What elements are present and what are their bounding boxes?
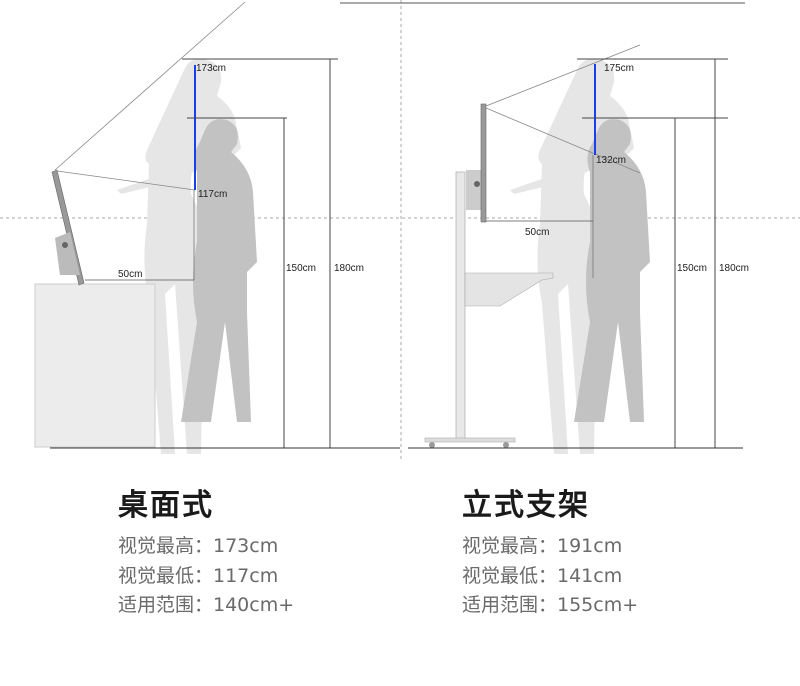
sightline-lower — [485, 107, 641, 174]
stand-spec: 视觉最低：141cm — [462, 564, 623, 587]
monitor-stand — [55, 232, 80, 275]
desktop-spec: 视觉最高：173cm — [118, 535, 279, 557]
sightline-upper — [485, 44, 641, 107]
desktop-spec: 适用范围：140cm+ — [118, 594, 295, 616]
stand-shelf — [464, 272, 554, 307]
wheel-icon — [429, 442, 435, 448]
monitor-button-icon — [62, 242, 68, 248]
distance-label: 50cm — [525, 227, 549, 238]
desktop-caption: 桌面式 视觉最高：173cm 视觉最低：117cm 适用范围：140cm+ — [118, 480, 294, 621]
height-150-label: 150cm — [286, 263, 316, 274]
desk — [34, 283, 156, 448]
wheel-icon — [503, 442, 509, 448]
desktop-spec: 视觉最低：117cm — [118, 564, 279, 587]
sightline-upper — [54, 1, 246, 171]
height-150-label: 150cm — [677, 263, 707, 274]
desktop-title: 桌面式 — [118, 488, 214, 523]
stand-caption: 立式支架 视觉最高：191cm 视觉最低：141cm 适用范围：155cm+ — [462, 480, 638, 621]
monitor-button-icon — [474, 181, 480, 187]
desktop-panel: 173cm 117cm 50cm 150cm 180cm — [34, 1, 400, 454]
stand-title: 立式支架 — [462, 488, 590, 523]
eye-low-label: 132cm — [596, 155, 626, 166]
stand-spec: 视觉最高：191cm — [462, 535, 623, 557]
distance-label: 50cm — [118, 269, 142, 280]
height-180-label: 180cm — [334, 263, 364, 274]
height-180-label: 180cm — [719, 263, 749, 274]
stand-spec: 适用范围：155cm+ — [462, 594, 639, 616]
stand-monitor — [480, 103, 487, 223]
eye-low-label: 117cm — [198, 189, 227, 200]
sightline-lower — [56, 170, 196, 191]
monitor-mount — [466, 170, 482, 210]
eye-high-label: 173cm — [196, 63, 226, 74]
eye-high-label: 175cm — [604, 63, 634, 74]
stand-panel: 175cm 132cm 50cm 150cm 180cm — [408, 44, 749, 454]
stand-pole — [455, 171, 466, 441]
person-short-silhouette — [181, 119, 257, 422]
ergonomics-diagram: 173cm 117cm 50cm 150cm 180cm 175cm 132cm… — [0, 0, 800, 462]
stand-base — [424, 437, 516, 443]
